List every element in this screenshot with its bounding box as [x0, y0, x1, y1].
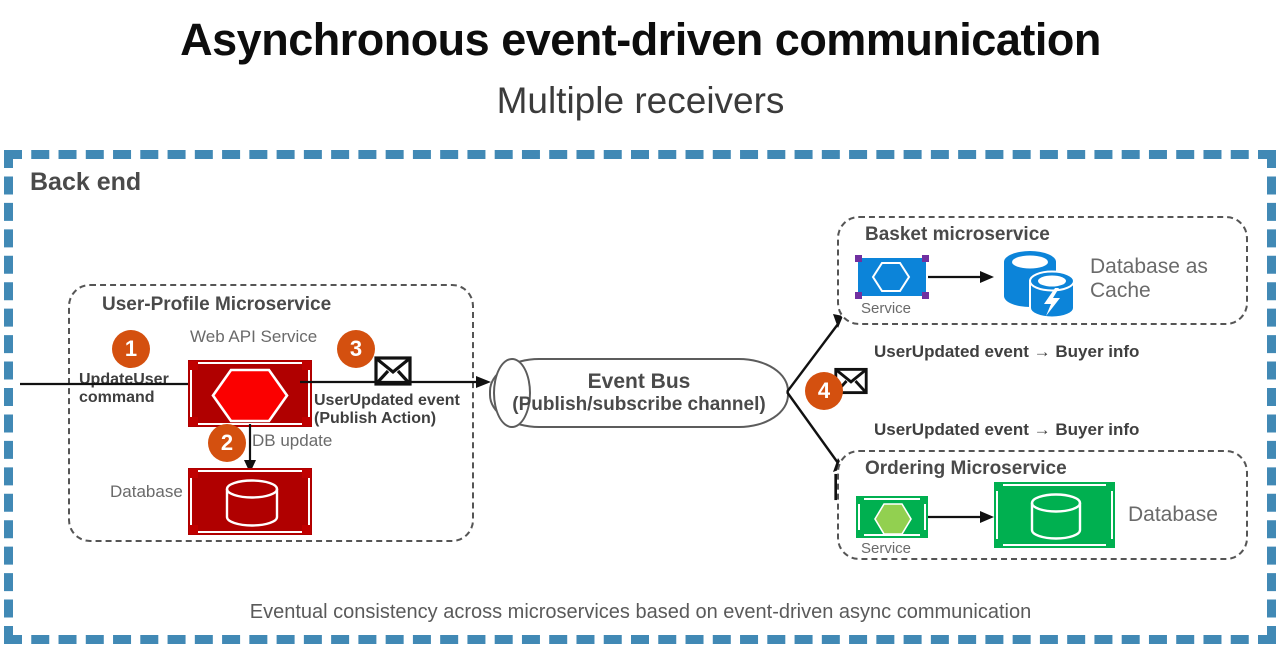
hexagon-icon: [211, 368, 289, 423]
database-cylinder-icon: [1030, 493, 1082, 540]
user-profile-database-caption: Database: [110, 482, 183, 501]
corner-bracket-icon: [189, 469, 198, 478]
user-profile-database-tile: [188, 468, 312, 535]
corner-bracket-icon: [189, 417, 198, 426]
step-1-badge: 1: [112, 330, 150, 368]
database-cache-icon: [996, 246, 1082, 325]
corner-bracket-icon: [302, 417, 311, 426]
corner-bracket-icon: [189, 361, 198, 370]
corner-bracket-icon: [1106, 539, 1115, 548]
ordering-service-caption: Service: [861, 540, 912, 557]
corner-bracket-icon: [302, 361, 311, 370]
basket-event-label: UserUpdated event → Buyer info: [874, 342, 1140, 361]
publish-event-arrow: [300, 376, 491, 388]
basket-store-caption-line2: Cache: [1090, 278, 1151, 302]
corner-bracket-icon: [922, 255, 929, 262]
db-update-caption: DB update: [252, 431, 333, 450]
corner-bracket-icon: [922, 292, 929, 299]
database-cylinder-icon: [225, 479, 279, 527]
web-api-service-tile: [188, 360, 312, 427]
corner-bracket-icon: [994, 539, 1003, 548]
step-2-badge: 2: [208, 424, 246, 462]
basket-service-caption: Service: [861, 300, 912, 317]
update-user-command-line2: command: [79, 389, 155, 407]
hexagon-icon: [871, 262, 911, 292]
step-4-badge: 4: [805, 372, 843, 410]
step-3-badge: 3: [337, 330, 375, 368]
basket-service-tile: [855, 255, 929, 299]
page-title: Asynchronous event-driven communication: [180, 14, 1101, 65]
publish-envelope-icon: [374, 356, 1281, 386]
corner-bracket-icon: [857, 530, 864, 537]
corner-bracket-icon: [1106, 482, 1115, 491]
page-subtitle: Multiple receivers: [496, 80, 785, 121]
event-bus-title: Event Bus: [587, 370, 691, 393]
basket-store-caption-line1: Database as: [1090, 255, 1208, 278]
back-end-label: Back end: [30, 168, 142, 196]
ordering-event-label: UserUpdated event → Buyer info: [874, 420, 1140, 439]
hexagon-icon: [874, 503, 912, 535]
corner-bracket-icon: [855, 292, 862, 299]
basket-store-caption: Database as Cache: [1090, 255, 1208, 302]
update-user-command-arrow: [20, 378, 206, 390]
corner-bracket-icon: [855, 255, 862, 262]
publish-event-line1: UserUpdated event: [314, 392, 460, 409]
event-bus-cylinder: Event Bus (Publish/subscribe channel): [489, 358, 789, 428]
user-profile-microservice-title: User-Profile Microservice: [102, 294, 332, 315]
event-bus-subtitle: (Publish/subscribe channel): [512, 394, 766, 415]
corner-bracket-icon: [302, 525, 311, 534]
corner-bracket-icon: [994, 482, 1003, 491]
ordering-service-tile: [856, 496, 928, 538]
corner-bracket-icon: [189, 525, 198, 534]
ordering-service-to-database-arrow: [928, 511, 994, 523]
ordering-store-caption: Database: [1128, 503, 1218, 526]
web-api-service-caption: Web API Service: [190, 327, 318, 346]
ordering-database-tile: [994, 482, 1115, 548]
corner-bracket-icon: [302, 469, 311, 478]
corner-bracket-icon: [920, 497, 927, 504]
publish-event-label: UserUpdated event (Publish Action): [314, 392, 460, 428]
back-end-boundary: [4, 150, 1276, 644]
basket-event-envelope-icon: [834, 367, 1281, 395]
corner-bracket-icon: [857, 497, 864, 504]
ordering-microservice-title: Ordering Microservice: [865, 458, 1067, 479]
eventual-consistency-note: Eventual consistency across microservice…: [249, 601, 1032, 623]
db-update-arrow: [244, 424, 256, 473]
publish-event-line2: (Publish Action): [314, 410, 437, 428]
basket-service-to-cache-arrow: [928, 271, 994, 283]
corner-bracket-icon: [920, 530, 927, 537]
basket-microservice-title: Basket microservice: [865, 224, 1050, 245]
